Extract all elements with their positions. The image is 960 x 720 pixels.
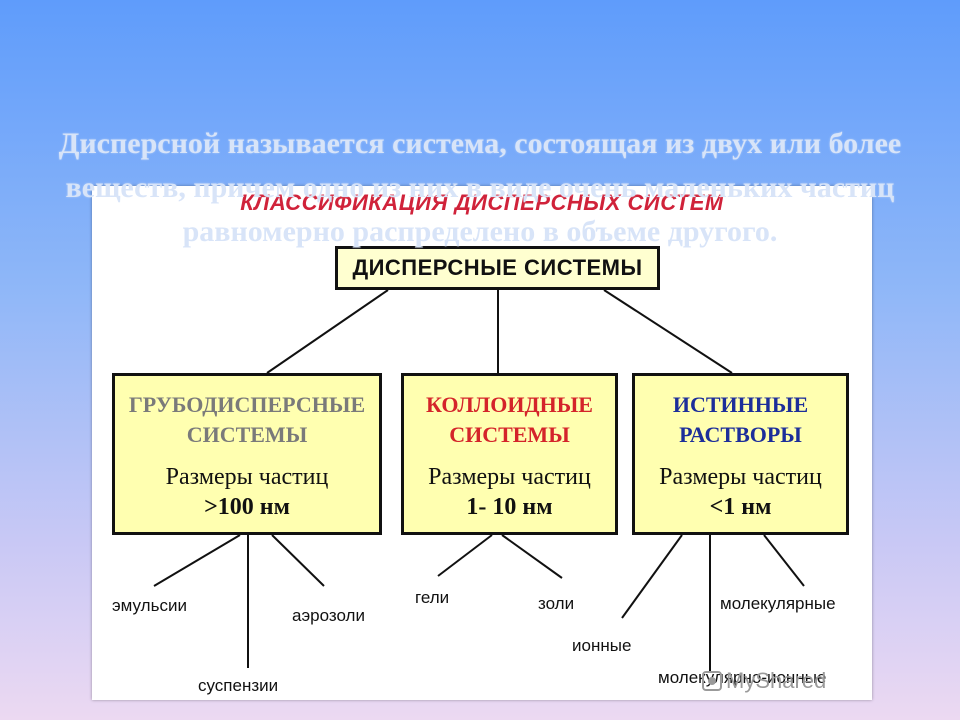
leaf-molecular-ionic: молекулярно-ионные [658,668,827,687]
leaf-aerosols: аэрозоли [292,606,365,625]
definition-heading: Дисперсной называется система, состоящая… [58,127,902,248]
particle-size-label: Размеры частиц [428,464,591,490]
connector-lines [153,289,805,671]
watermark-text: MyShared [726,668,827,693]
category-name: КОЛЛОИДНЫЕ СИСТЕМЫ [426,392,593,447]
particle-size-value: >100 нм [204,494,290,520]
particle-size-label: Размеры частиц [659,464,822,490]
diagram-title: КЛАССИФИКАЦИЯ ДИСПЕРСНЫХ СИСТЕМ [240,190,724,215]
watermark: MyShared [702,668,826,694]
leaf-gels: гели [415,588,450,607]
leaf-emulsions: эмульсии [112,596,187,615]
category-true-solutions: ИСТИННЫЕ РАСТВОРЫ Размеры частиц <1 нм [632,373,849,535]
root-node-disperse-systems: ДИСПЕРСНЫЕ СИСТЕМЫ [335,246,660,290]
myshared-logo-icon [702,671,722,691]
leaf-sols: золи [538,594,575,613]
classification-diagram: КЛАССИФИКАЦИЯ ДИСПЕРСНЫХ СИСТЕМ ДИСПЕРСН… [92,186,872,700]
category-colloid: КОЛЛОИДНЫЕ СИСТЕМЫ Размеры частиц 1- 10 … [401,373,618,535]
leaf-ionic: ионные [572,636,632,655]
particle-size-value: <1 нм [709,494,772,520]
particle-size-value: 1- 10 нм [466,494,553,520]
leaf-molecular: молекулярные [720,594,836,613]
category-name: ИСТИННЫЕ РАСТВОРЫ [672,392,809,447]
particle-size-label: Размеры частиц [165,464,329,490]
category-coarse-disperse: ГРУБОДИСПЕРСНЫЕ СИСТЕМЫ Размеры частиц >… [112,373,382,535]
category-name: ГРУБОДИСПЕРСНЫЕ СИСТЕМЫ [128,392,366,447]
leaf-suspensions: суспензии [198,676,279,695]
